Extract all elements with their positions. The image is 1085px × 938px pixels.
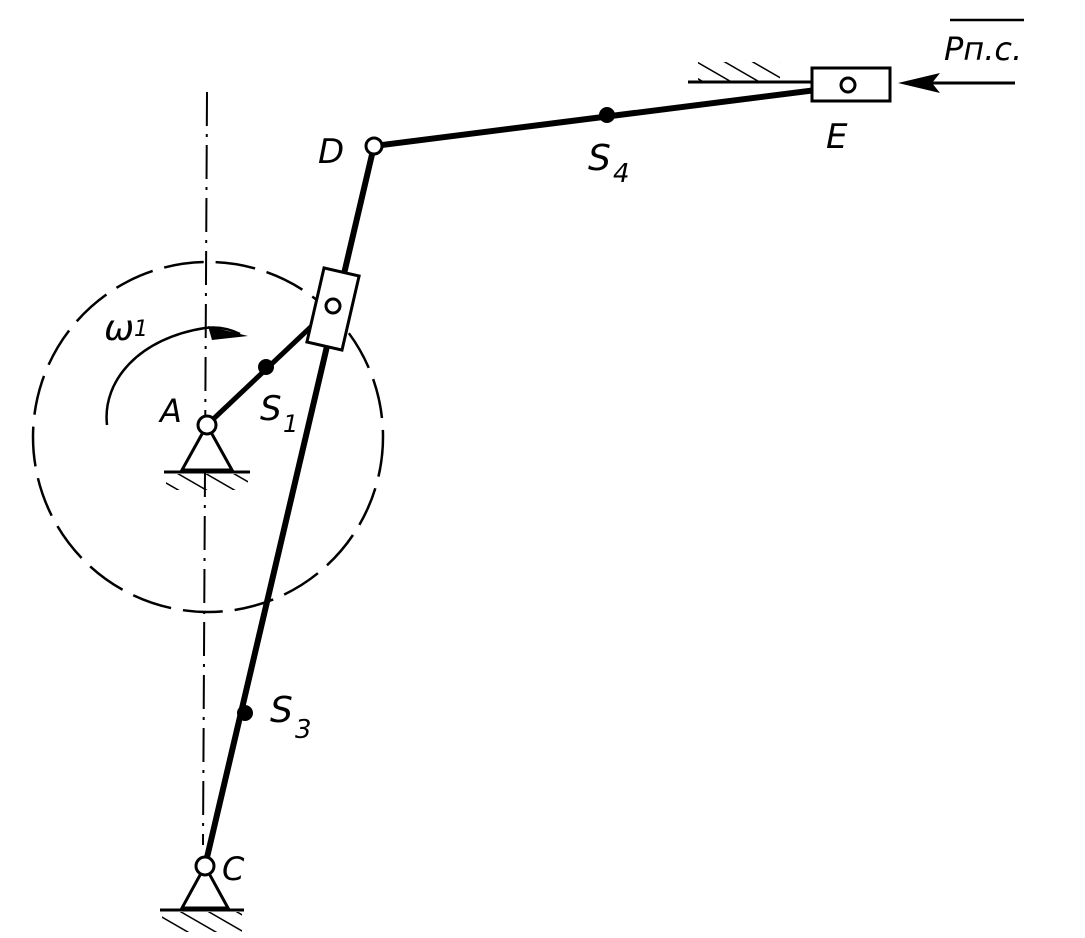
omega-rotation-arrow (105, 326, 248, 426)
joint-d (364, 136, 384, 156)
label-s4-sub: 4 (613, 159, 630, 189)
pivot-a (196, 414, 218, 436)
label-omega-sub: 1 (134, 317, 148, 342)
label-omega: ω (104, 308, 134, 349)
mass-center-s4 (599, 107, 615, 123)
label-e: E (826, 117, 848, 157)
pivot-c-support (160, 862, 244, 932)
label-d: D (318, 132, 344, 172)
pin-e (839, 76, 857, 94)
label-s1-sub: 1 (283, 410, 298, 438)
label-force: Pп.с. (944, 30, 1022, 68)
label-s3: S (270, 690, 293, 731)
label-s1: S (260, 389, 282, 429)
pivot-c (194, 855, 216, 877)
pivot-a-support (164, 421, 250, 490)
label-a: A (158, 392, 182, 430)
mass-center-s3 (237, 705, 253, 721)
mass-center-s1 (258, 359, 274, 375)
pin-b (324, 297, 342, 315)
resistance-force-arrow (898, 73, 1015, 93)
crank-path-circle (31, 260, 385, 614)
slider-guide-ground (688, 62, 812, 84)
label-s3-sub: 3 (295, 715, 312, 745)
label-s4: S (588, 138, 611, 179)
label-c: C (222, 850, 245, 888)
rocker-link-cd (202, 145, 377, 867)
